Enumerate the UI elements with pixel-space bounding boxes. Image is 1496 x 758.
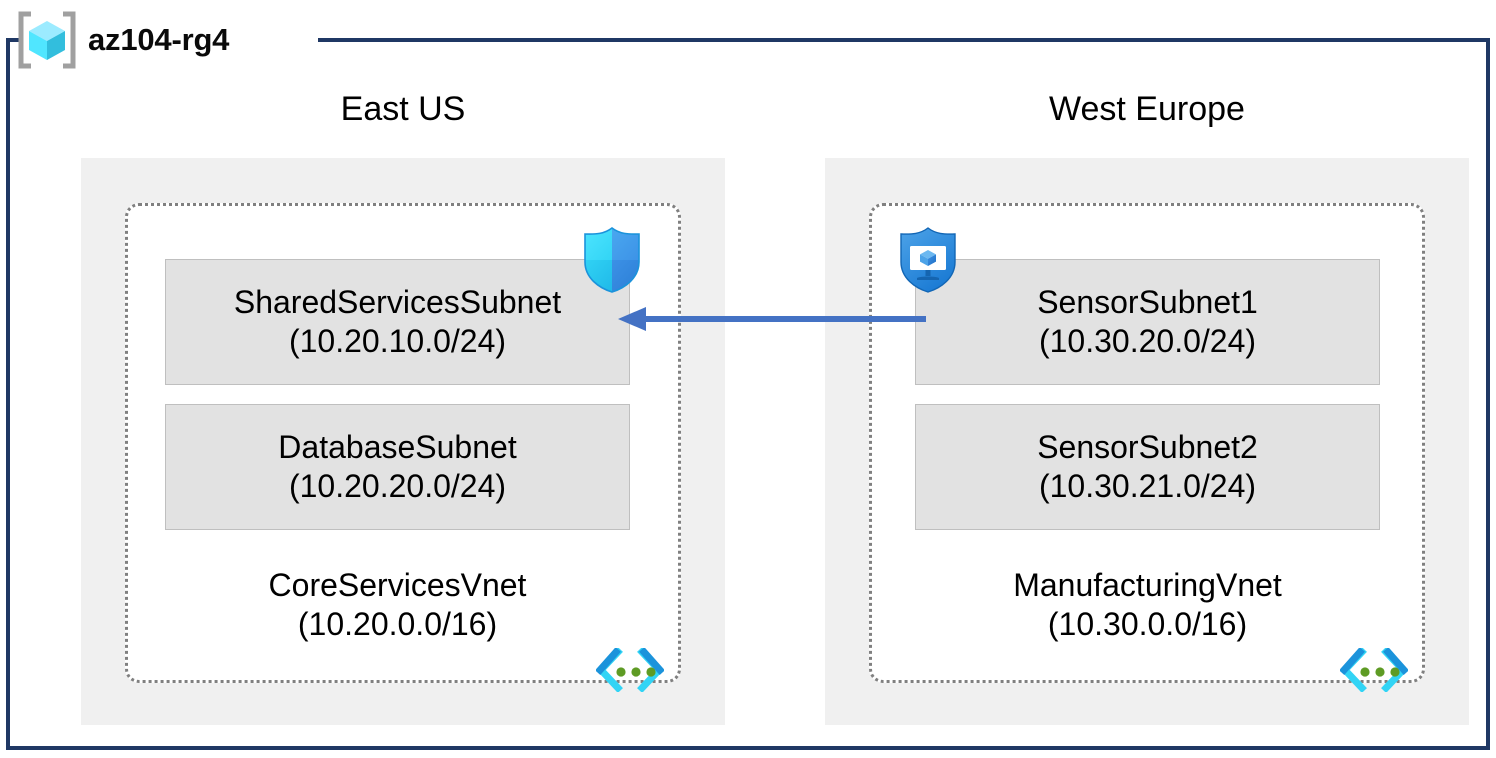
subnet-cidr: (10.30.20.0/24)	[1038, 323, 1257, 359]
subnet-cidr: (10.30.21.0/24)	[1038, 468, 1257, 504]
resource-group-name: az104-rg4	[88, 22, 230, 57]
subnet-cidr: (10.20.20.0/24)	[288, 468, 507, 504]
vnet-peering-arrow	[618, 307, 926, 331]
subnet-name: SensorSubnet1	[1037, 283, 1258, 320]
network-security-group-shield-icon	[584, 226, 640, 293]
vnet-caption-manufacturingvnet: ManufacturingVnet (10.30.0.0/16)	[915, 566, 1380, 645]
vnet-name: CoreServicesVnet	[268, 567, 527, 603]
virtual-network-icon	[596, 648, 664, 692]
resource-group-frame-top-right-segment	[318, 38, 1490, 42]
virtual-network-icon	[1340, 648, 1408, 692]
vnet-cidr: (10.20.0.0/16)	[297, 606, 498, 643]
vnet-caption-coreservicesvnet: CoreServicesVnet (10.20.0.0/16)	[165, 566, 630, 645]
subnet-name: DatabaseSubnet	[278, 428, 517, 465]
region-label-east-us: East US	[340, 90, 466, 128]
subnet-sensorsubnet1[interactable]: SensorSubnet1 (10.30.20.0/24)	[915, 259, 1380, 385]
subnet-name: SharedServicesSubnet	[233, 283, 562, 320]
vnet-name: ManufacturingVnet	[1013, 567, 1282, 603]
subnet-sharedservicessubnet[interactable]: SharedServicesSubnet (10.20.10.0/24)	[165, 259, 630, 385]
resource-group-title-group: az104-rg4	[14, 10, 229, 70]
vnet-cidr: (10.30.0.0/16)	[1047, 606, 1248, 643]
subnet-cidr: (10.20.10.0/24)	[288, 323, 507, 359]
subnet-name: SensorSubnet2	[1037, 428, 1258, 465]
resource-group-frame	[6, 38, 1490, 750]
region-label-west-europe: West Europe	[1049, 90, 1245, 128]
application-security-group-shield-icon	[900, 227, 956, 293]
subnet-databasesubnet[interactable]: DatabaseSubnet (10.20.20.0/24)	[165, 404, 630, 530]
resource-group-cube-icon	[18, 11, 76, 69]
resource-group-frame-top-left-segment	[6, 38, 20, 42]
subnet-sensorsubnet2[interactable]: SensorSubnet2 (10.30.21.0/24)	[915, 404, 1380, 530]
